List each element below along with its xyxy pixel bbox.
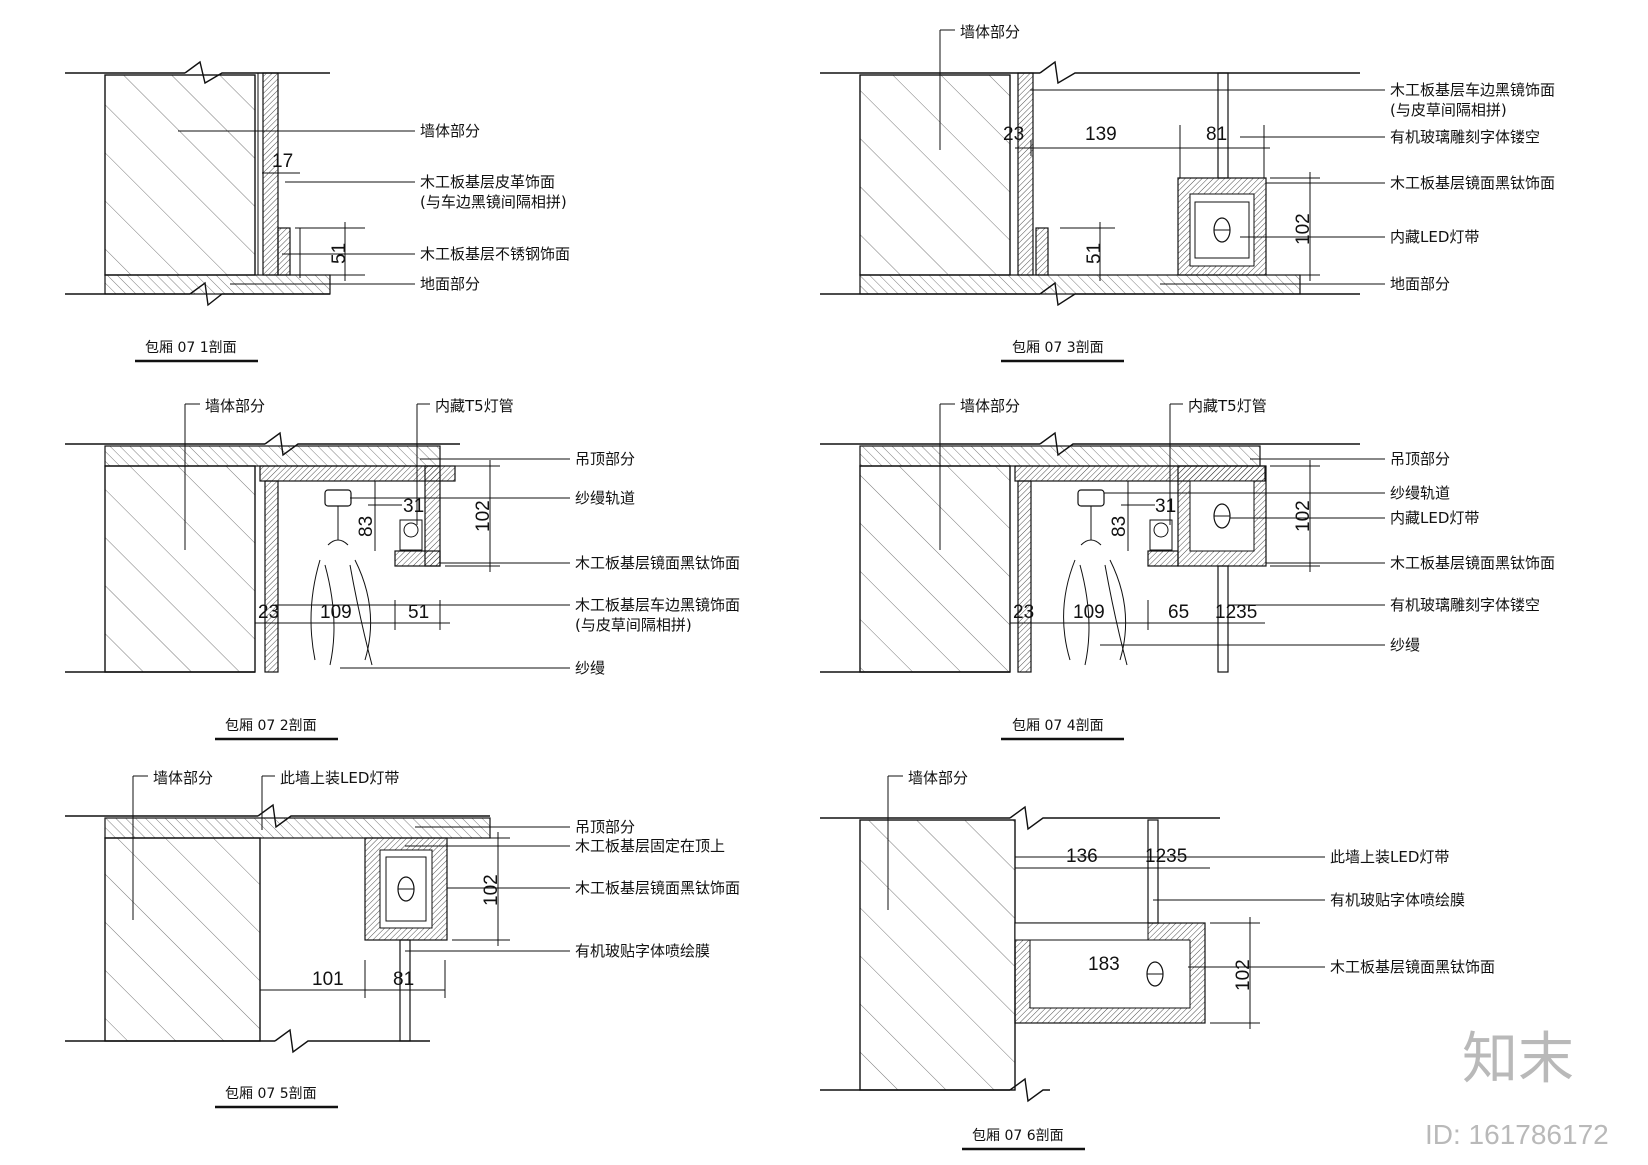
label-titanium: 木工板基层镜面黑钛饰面 [575,554,740,572]
label-steel: 木工板基层不锈钢饰面 [420,245,570,263]
label-fixed-base: 木工板基层固定在顶上 [575,837,725,855]
wall-body [104,837,261,1042]
label-led: 内藏LED灯带 [1390,509,1479,527]
section-title: 包厢 07 6剖面 [972,1128,1064,1144]
wall-body [104,465,256,673]
label-acrylic: 有机玻璃雕刻字体镂空 [1390,596,1540,614]
watermark-id: ID: 161786172 [1425,1119,1609,1150]
label-mirror-note: (与皮草间隔相拼) [575,616,692,634]
dim-183: 183 [1088,954,1120,975]
dim-101: 101 [312,969,344,990]
dim-81: 81 [1206,124,1227,145]
label-wall: 墙体部分 [205,397,265,415]
label-ceiling: 吊顶部分 [575,450,635,468]
label-wall-led: 此墙上装LED灯带 [1330,848,1449,866]
leather-panel [262,72,279,276]
label-ceiling: 吊顶部分 [575,818,635,836]
label-mirror-note: (与皮草间隔相拼) [1390,101,1507,119]
label-floor: 地面部分 [1390,275,1450,293]
ceiling-slab [104,445,441,467]
light-box-bottom [394,550,441,567]
dim-23: 23 [1013,602,1034,623]
section-title: 包厢 07 5剖面 [225,1086,317,1102]
section-2: 31 83 102 23 109 51 墙体部分 内藏T5灯管 吊顶部分 纱缦轨… [65,397,740,741]
section-title: 包厢 07 3剖面 [1012,340,1104,356]
label-track: 纱缦轨道 [1390,484,1450,502]
watermark-brand: 知末 [1462,1027,1574,1090]
dim-1235: 1235 [1215,602,1257,623]
label-acrylic-film: 有机玻贴字体喷绘膜 [1330,891,1465,909]
dim-102: 102 [481,874,502,906]
label-t5: 内藏T5灯管 [1188,397,1267,415]
base-panel [1035,227,1049,276]
mirror-panel [1017,72,1034,276]
dim-109: 109 [1073,602,1105,623]
dim-83: 83 [1109,516,1130,537]
dim-51: 51 [408,602,429,623]
label-t5: 内藏T5灯管 [435,397,514,415]
label-wall: 墙体部分 [960,23,1020,41]
dim-51: 51 [329,243,350,264]
watermark: 知末 ID: 161786172 [1425,1027,1609,1150]
dim-139: 139 [1085,124,1117,145]
dim-65: 65 [1168,602,1189,623]
dim-23: 23 [1003,124,1024,145]
dim-51: 51 [1084,243,1105,264]
label-curtain: 纱缦 [1390,636,1420,654]
steel-base-panel [277,227,291,276]
section-title: 包厢 07 4剖面 [1012,718,1104,734]
wall-body [859,465,1011,673]
label-leather: 木工板基层皮革饰面 [420,173,555,191]
wall-body [859,819,1016,1091]
section-title: 包厢 07 1剖面 [145,340,237,356]
label-wall-led: 此墙上装LED灯带 [280,769,399,787]
label-floor: 地面部分 [420,275,480,293]
section-1: 17 51 墙体部分 木工板基层皮革饰面 (与车边黑镜间隔相拼) 木工板基层不锈… [65,60,570,363]
wall-body [104,74,256,276]
section-title: 包厢 07 2剖面 [225,718,317,734]
label-titanium: 木工板基层镜面黑钛饰面 [1390,554,1555,572]
label-wall: 墙体部分 [153,769,213,787]
dim-102: 102 [473,500,494,532]
dim-81: 81 [393,969,414,990]
ceiling-slab [104,817,491,839]
section-3: 23 139 81 102 51 墙体部分 木工板基层车边黑镜饰面 (与皮草间隔… [820,23,1555,363]
dim-109: 109 [320,602,352,623]
dim-31: 31 [403,496,424,517]
light-box-bottom [1147,550,1179,567]
label-leather-note: (与车边黑镜间隔相拼) [420,193,567,211]
label-titanium: 木工板基层镜面黑钛饰面 [575,879,740,897]
dim-17: 17 [272,151,293,172]
ceiling-panel [259,465,456,482]
label-acrylic-film: 有机玻贴字体喷绘膜 [575,942,710,960]
label-titanium: 木工板基层镜面黑钛饰面 [1330,958,1495,976]
section-6: 136 1235 183 102 墙体部分 此墙上装LED灯带 有机玻贴字体喷绘… [820,769,1495,1151]
label-led: 内藏LED灯带 [1390,228,1479,246]
label-track: 纱缦轨道 [575,489,635,507]
dim-23: 23 [258,602,279,623]
dim-102: 102 [1293,500,1314,532]
label-titanium: 木工板基层镜面黑钛饰面 [1390,174,1555,192]
mirror-panel [1017,480,1032,673]
label-mirror: 木工板基层车边黑镜饰面 [575,596,740,614]
label-ceiling: 吊顶部分 [1390,450,1450,468]
dim-102: 102 [1233,959,1254,991]
dim-31: 31 [1155,496,1176,517]
section-4: 31 83 102 23 109 65 1235 墙体部分 内藏T5灯管 吊顶部… [820,397,1555,741]
label-curtain: 纱缦 [575,659,605,677]
ceiling-slab [859,445,1261,467]
label-wall: 墙体部分 [420,122,480,140]
label-acrylic: 有机玻璃雕刻字体镂空 [1390,128,1540,146]
dim-83: 83 [356,516,377,537]
mirror-panel [264,480,279,673]
label-wall: 墙体部分 [960,397,1020,415]
wall-body [859,74,1011,276]
section-5: 102 101 81 墙体部分 此墙上装LED灯带 吊顶部分 木工板基层固定在顶… [65,769,740,1109]
label-wall: 墙体部分 [908,769,968,787]
dim-102: 102 [1293,213,1314,245]
label-mirror: 木工板基层车边黑镜饰面 [1390,81,1555,99]
